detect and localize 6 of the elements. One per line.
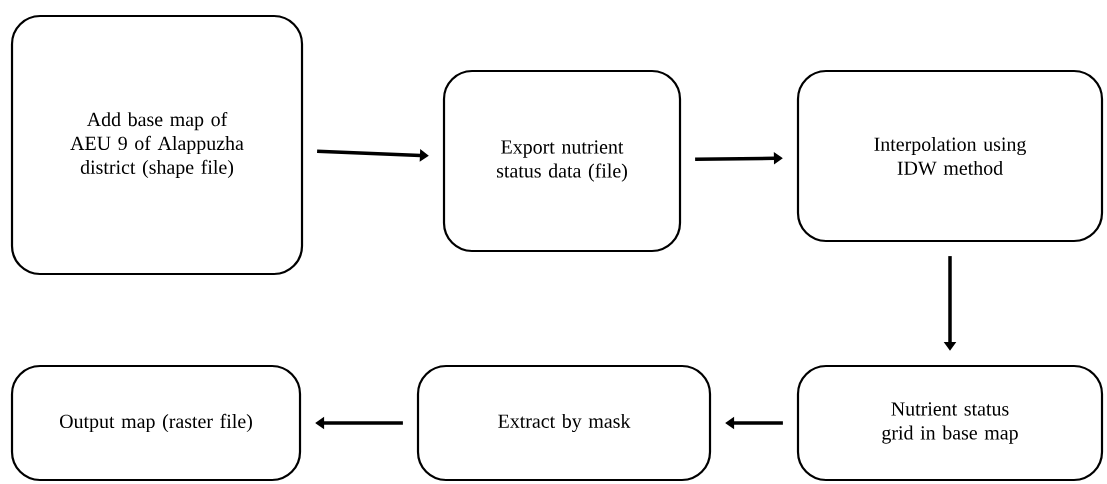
process-box: Interpolation using IDW method: [796, 69, 1104, 243]
process-box: Output map (raster file): [10, 364, 302, 482]
process-box: Extract by mask: [416, 364, 712, 482]
process-box: Add base map of AEU 9 of Alappuzha district (shape file): [10, 14, 304, 276]
process-box: Nutrient status grid in base map: [796, 364, 1104, 482]
process-box: Export nutrient status data (file): [442, 69, 682, 253]
